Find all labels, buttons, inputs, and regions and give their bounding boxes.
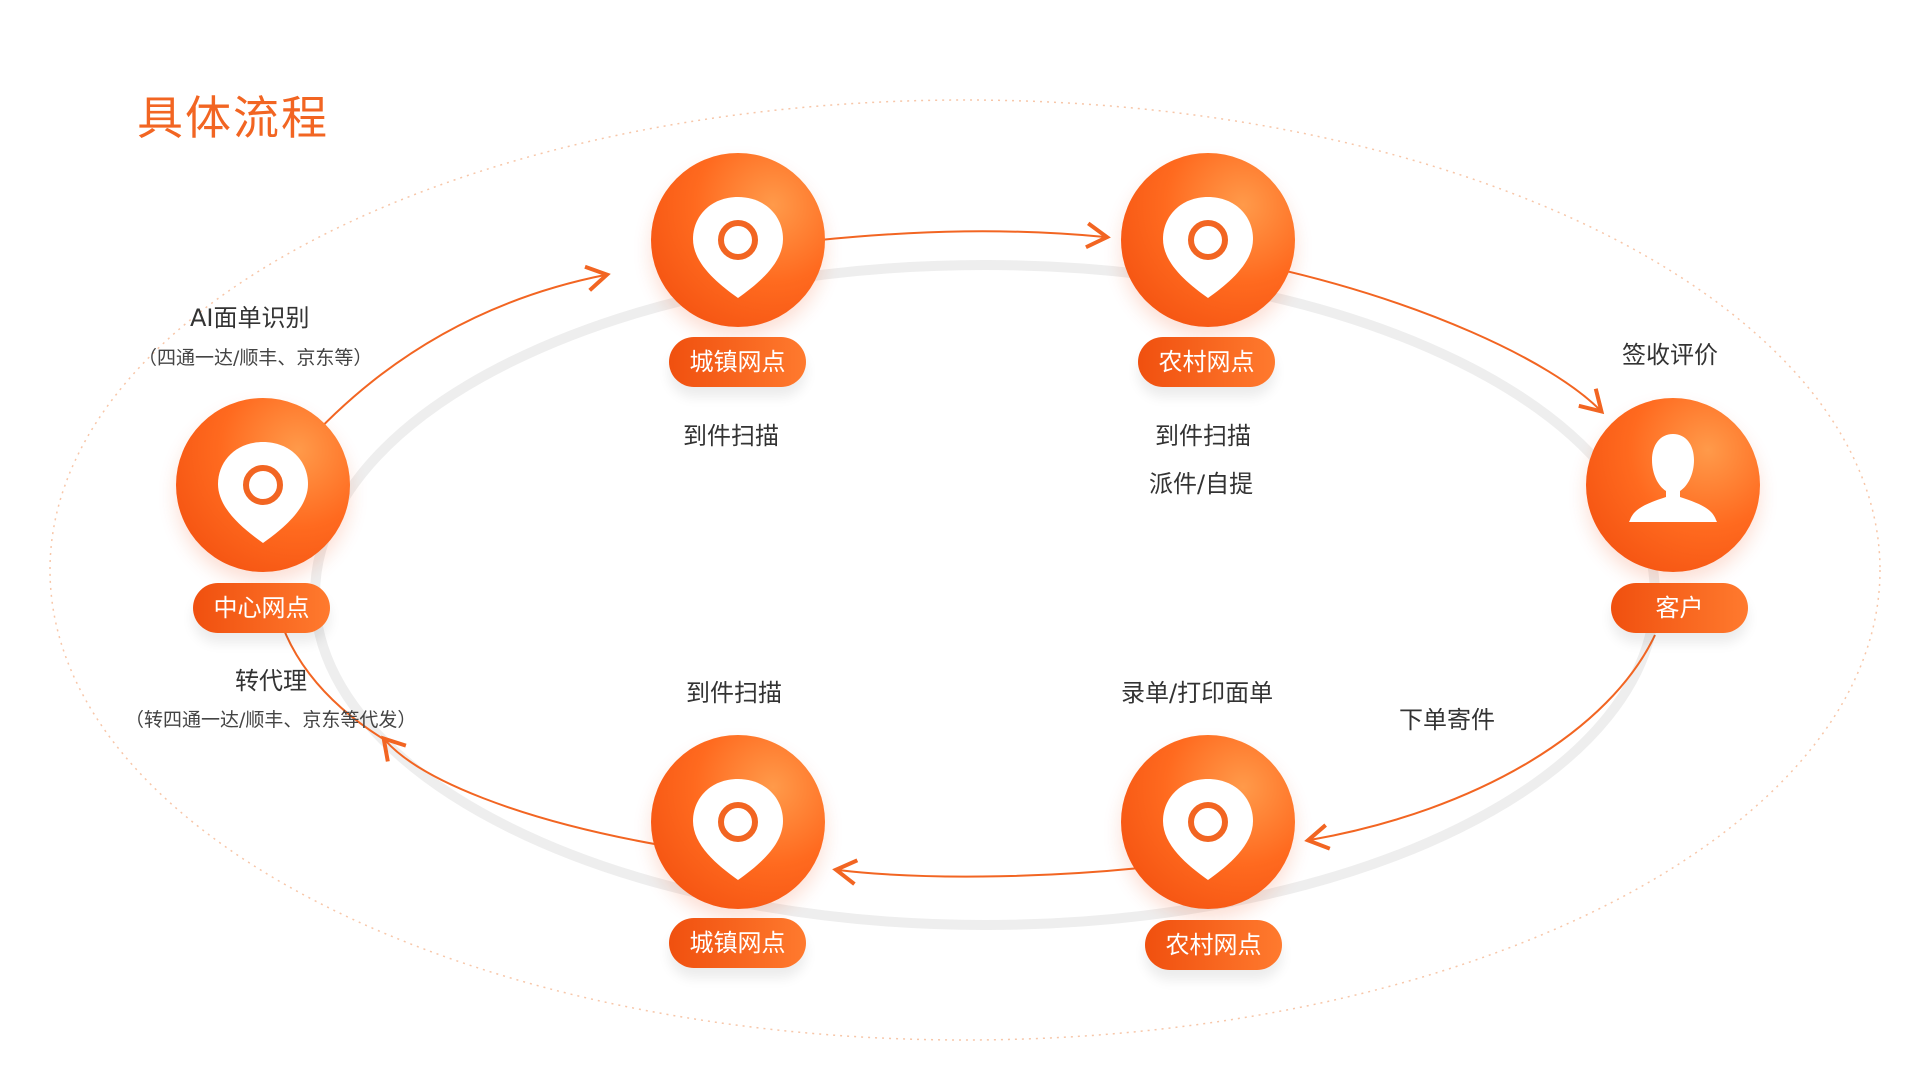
town-top-scan-text: 到件扫描 <box>683 422 779 450</box>
town-node-bottom-label: 城镇网点 <box>669 918 806 968</box>
flow-arrow-village-to-customer <box>1259 264 1605 415</box>
town-node-top-label: 城镇网点 <box>669 337 806 387</box>
user-icon <box>1629 434 1717 522</box>
ai-recognition-text: AI面单识别 <box>190 304 310 332</box>
location-pin-icon <box>693 779 783 880</box>
sign-review-text: 签收评价 <box>1622 341 1718 369</box>
village-top-scan-text: 到件扫描 <box>1155 422 1251 450</box>
ai-recognition-note: （四通一达/顺丰、京东等） <box>138 347 373 369</box>
village-node-bottom <box>1121 735 1295 909</box>
town-node-bottom <box>651 735 825 909</box>
flow-arrow-town-to-center <box>381 735 661 846</box>
town-bottom-scan-text: 到件扫描 <box>686 679 782 707</box>
outer-dotted-ring <box>49 99 1881 1041</box>
flow-arrow-town-to-village <box>819 221 1111 250</box>
flow-arrow-center-to-town <box>299 264 611 451</box>
location-pin-icon <box>1163 197 1253 298</box>
location-pin-icon <box>218 442 308 543</box>
location-pin-icon <box>1163 779 1253 880</box>
village-node-top-label: 农村网点 <box>1138 337 1275 387</box>
village-top-delivery-text: 派件/自提 <box>1149 470 1254 498</box>
village-node-top <box>1121 153 1295 327</box>
customer-node <box>1586 398 1760 572</box>
town-node-top <box>651 153 825 327</box>
customer-node-label: 客户 <box>1611 583 1748 633</box>
page-title: 具体流程 <box>137 91 329 145</box>
flow-arrow-village-to-town <box>832 858 1141 886</box>
shadow-ring <box>310 260 1660 930</box>
location-pin-icon <box>693 197 783 298</box>
center-node-label: 中心网点 <box>193 583 330 633</box>
transfer-agent-text: 转代理 <box>235 667 307 695</box>
record-print-text: 录单/打印面单 <box>1121 679 1274 707</box>
transfer-agent-note: （转四通一达/顺丰、京东等代发） <box>125 709 417 731</box>
flow-arrow-customer-to-village <box>1304 634 1656 851</box>
village-node-bottom-label: 农村网点 <box>1145 920 1282 970</box>
center-node <box>176 398 350 572</box>
place-order-text: 下单寄件 <box>1399 706 1495 734</box>
